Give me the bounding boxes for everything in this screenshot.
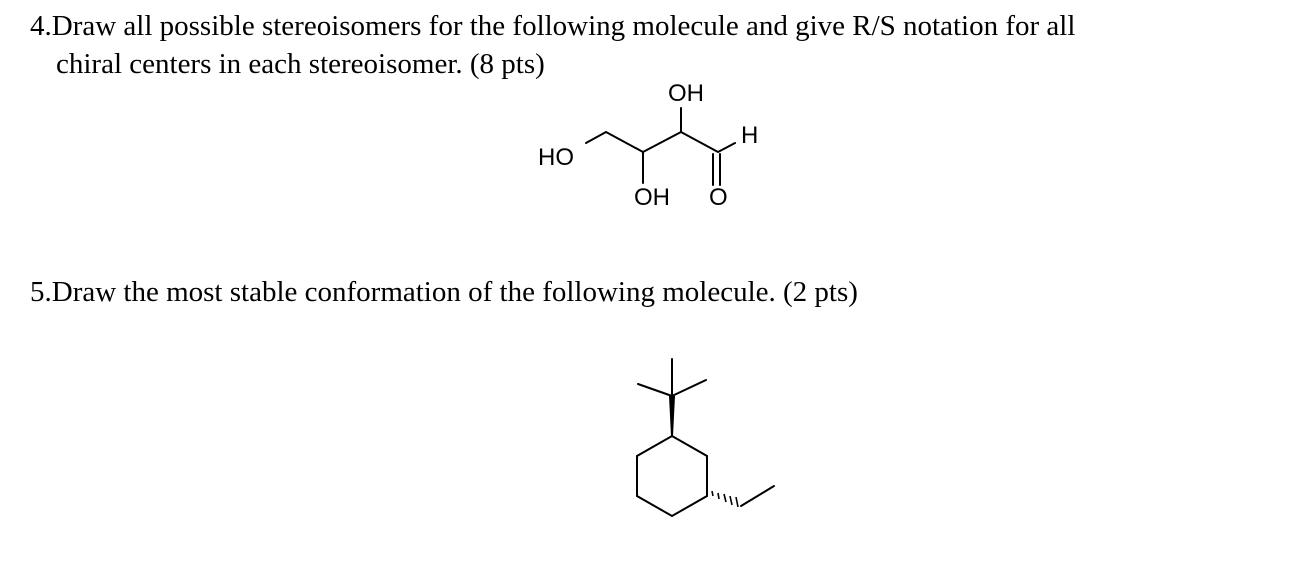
cyclohexane-ring <box>636 434 708 518</box>
carbon-chain <box>585 130 736 154</box>
atom-label-ho: HO <box>538 144 574 171</box>
atom-label-oh-bottom: OH <box>634 184 670 211</box>
ethyl-terminal-bond <box>740 485 775 507</box>
tbutyl-methyl-left <box>637 383 673 397</box>
question-4-line-2: chiral centers in each stereoisomer. (8 … <box>56 48 545 80</box>
hash-bond <box>711 490 739 508</box>
tbutyl-methyl-right <box>671 379 707 397</box>
question-4-line-1: 4.Draw all possible stereoisomers for th… <box>30 10 1076 42</box>
atom-label-oh-top: OH <box>668 80 704 107</box>
atom-label-o: O <box>709 184 728 211</box>
molecule-q5 <box>636 358 775 518</box>
atom-label-h: H <box>741 122 758 149</box>
molecule-q4: OH H HO OH O <box>538 80 758 211</box>
question-5-text: 5.Draw the most stable conformation of t… <box>30 276 858 308</box>
wedge-bond <box>669 396 675 436</box>
